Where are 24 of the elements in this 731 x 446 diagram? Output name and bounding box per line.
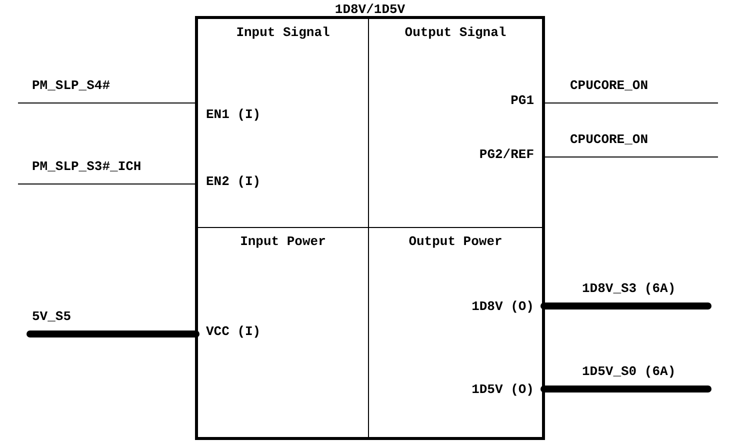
power-rail xyxy=(540,386,712,392)
power-rail xyxy=(26,330,200,338)
net-label: PM_SLP_S3#_ICH xyxy=(30,159,144,174)
power-rail xyxy=(540,302,712,310)
net-label: PM_SLP_S4# xyxy=(30,78,112,93)
chip-title: 1D8V/1D5V xyxy=(334,2,406,17)
net-label: CPUCORE_ON xyxy=(568,78,650,93)
section-heading: Input Signal xyxy=(235,25,331,40)
pin-name: EN2 (I) xyxy=(206,174,261,189)
pin-name: 1D5V (O) xyxy=(472,382,534,397)
panel-section xyxy=(198,19,369,228)
pin-name: PG1 xyxy=(510,93,534,108)
section-heading: Input Power xyxy=(239,234,327,249)
signal-wire xyxy=(544,102,718,104)
pin-name: EN1 (I) xyxy=(206,107,261,122)
signal-wire xyxy=(18,102,196,104)
pin-name: 1D8V (O) xyxy=(472,299,534,314)
net-label: 5V_S5 xyxy=(30,309,74,324)
pin-name: VCC (I) xyxy=(206,324,261,339)
pin-name: PG2/REF xyxy=(479,147,534,162)
signal-wire xyxy=(544,156,718,158)
net-label: CPUCORE_ON xyxy=(568,132,650,147)
section-heading: Output Power xyxy=(408,234,504,249)
section-heading: Output Signal xyxy=(404,25,508,40)
